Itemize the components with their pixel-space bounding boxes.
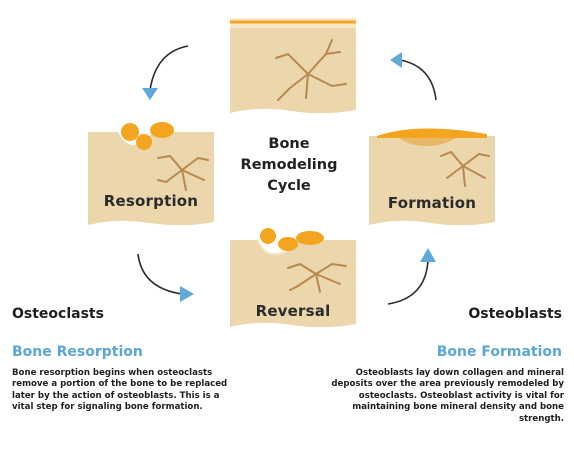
left-heading: Osteoclasts	[12, 306, 104, 322]
title-line-1: Bone	[226, 134, 352, 155]
arrow-reversal-to-formation-icon	[382, 244, 446, 310]
arrow-resorption-to-reversal-icon	[132, 250, 198, 310]
title-line-2: Remodeling	[226, 155, 352, 176]
resorption-label: Resorption	[86, 192, 216, 210]
resorption-illustration	[86, 118, 216, 228]
top-bone-block	[228, 14, 358, 116]
resorption-block: Resorption	[86, 118, 216, 228]
reversal-block: Reversal	[228, 224, 358, 330]
right-body: Osteoblasts lay down collagen and minera…	[324, 368, 564, 425]
formation-label: Formation	[367, 194, 497, 212]
title-line-3: Cycle	[226, 176, 352, 197]
left-subheading: Bone Resorption	[12, 344, 143, 360]
formation-block: Formation	[367, 120, 497, 228]
reversal-label: Reversal	[228, 302, 358, 320]
right-heading: Osteoblasts	[468, 306, 562, 322]
arrow-formation-to-top-icon	[384, 40, 446, 104]
left-body: Bone resorption begins when osteoclasts …	[12, 368, 242, 414]
diagram-title: Bone Remodeling Cycle	[226, 134, 352, 197]
right-subheading: Bone Formation	[437, 344, 562, 360]
top-bone-illustration	[228, 14, 358, 116]
arrow-top-to-resorption-icon	[134, 38, 194, 108]
